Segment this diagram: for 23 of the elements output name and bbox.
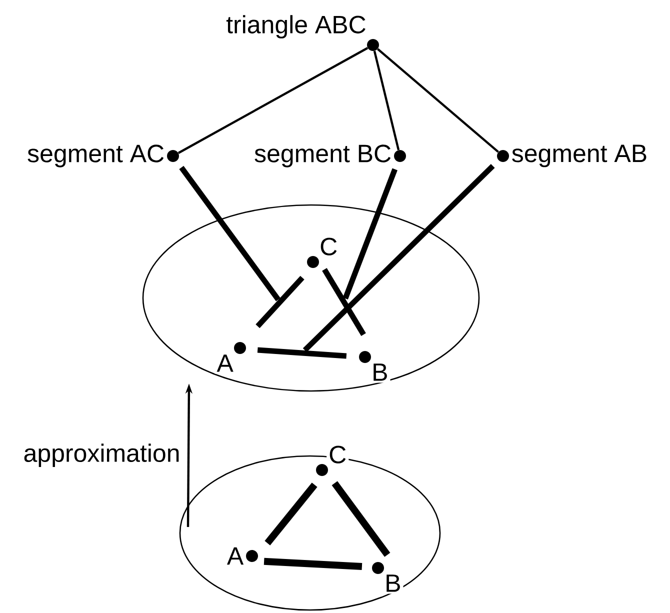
node-label: segment AC: [28, 144, 164, 168]
segment-bar: [257, 347, 347, 359]
node-label: C: [320, 238, 337, 256]
connector-line: [377, 48, 499, 153]
segment-bar: [256, 276, 304, 328]
node-label: A: [226, 547, 244, 565]
node-label: C: [330, 446, 346, 464]
connector-line: [179, 166, 280, 302]
segment-bar: [264, 558, 362, 570]
connector-line: [373, 50, 400, 150]
segment-bar: [264, 482, 318, 546]
node-label: triangle ABC: [226, 15, 366, 38]
node-label: B: [374, 364, 387, 381]
ellipse: [142, 204, 480, 392]
node-label: A: [216, 354, 234, 372]
node-label: segment BC: [254, 144, 391, 168]
node-label: B: [386, 574, 400, 592]
node-label: segment AB: [512, 144, 646, 168]
connector-line: [302, 164, 495, 352]
segment-bar: [322, 268, 366, 336]
connector-line: [178, 47, 368, 154]
edge-label: approximation: [21, 442, 182, 469]
connector-line: [342, 168, 398, 300]
